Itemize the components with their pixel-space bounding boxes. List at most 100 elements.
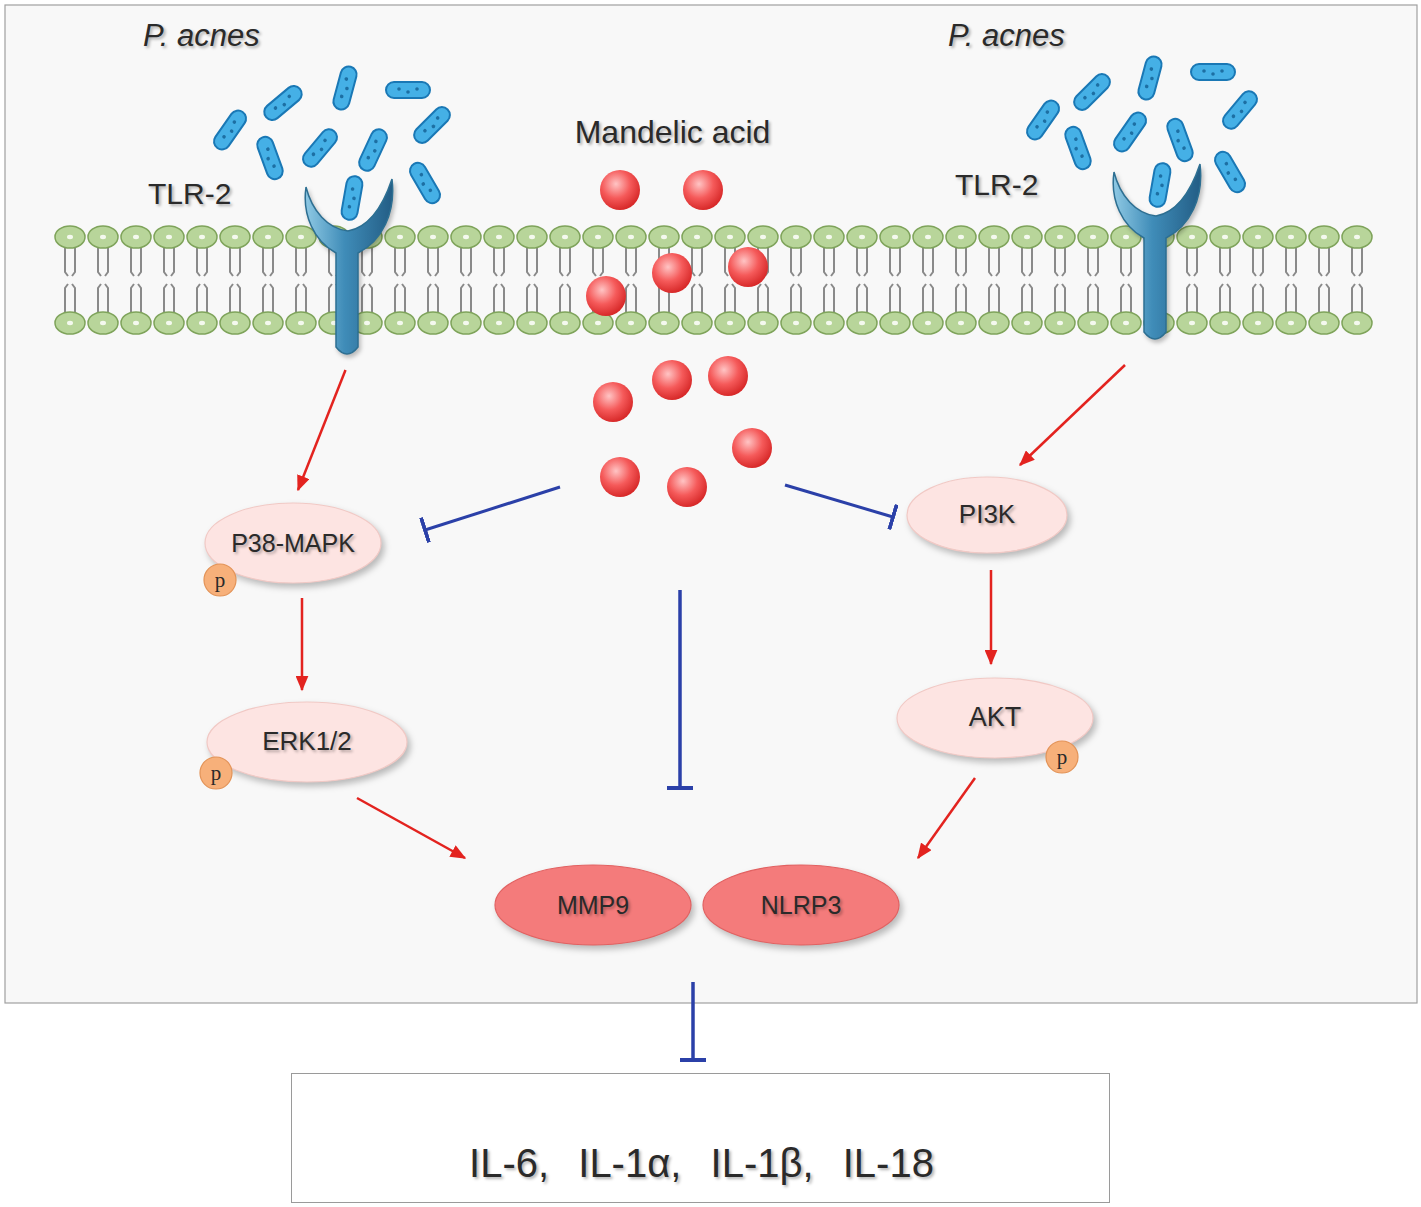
mandelic-acid-molecule [593, 382, 633, 422]
lipid-head-highlight [529, 321, 535, 325]
lipid-head [253, 226, 283, 248]
bacterium-granule [1074, 137, 1079, 142]
inhibition-line [679, 590, 682, 788]
lipid-head-highlight [496, 235, 502, 239]
inhibition-line [692, 982, 695, 1060]
lipid-head [385, 226, 415, 248]
lipid-head-highlight [1123, 235, 1129, 239]
lipid-head [748, 312, 778, 334]
bacterium-granule [1158, 174, 1162, 178]
cytokine-box: IL-6, IL-1α, IL-1β, IL-18 [291, 1073, 1110, 1203]
inhibition-line [679, 590, 682, 788]
lipid-head [781, 312, 811, 334]
lipid-tail [857, 248, 867, 312]
lipid-head [1342, 226, 1372, 248]
lipid-head [286, 312, 316, 334]
mandelic-acid-molecule [708, 356, 748, 396]
bacterium [1071, 71, 1113, 113]
mandelic-acid-cluster: Mandelic acid [560, 110, 785, 590]
lipid-head [814, 312, 844, 334]
lipid-head-highlight [1123, 321, 1129, 325]
bacterium [1220, 88, 1261, 132]
lipid-head [1078, 226, 1108, 248]
lipid-tail [956, 248, 966, 312]
lipid-head-highlight [364, 321, 370, 325]
lipid-head-highlight [1354, 235, 1360, 239]
node-outline [1108, 160, 1203, 345]
bacterium-granule [406, 90, 410, 94]
lipid-head [682, 312, 712, 334]
lipid-head-highlight [760, 321, 766, 325]
lipid-head [517, 312, 547, 334]
lipid-head [484, 312, 514, 334]
bacteria-cluster [211, 55, 1260, 221]
bacterium-granule [347, 205, 351, 209]
lipid-head [1177, 226, 1207, 248]
lipid-tail [527, 248, 537, 312]
lipid-head [220, 312, 250, 334]
lipid-head-highlight [562, 235, 568, 239]
bacterium [1148, 162, 1171, 208]
lipid-tail [1088, 248, 1098, 312]
bacterium-granule [374, 139, 379, 144]
bacterium [386, 82, 430, 98]
lipid-head-highlight [661, 235, 667, 239]
node-label: TLR-2 [955, 168, 1038, 203]
lipid-tail [1220, 248, 1230, 312]
kinase-ellipse: ERK1/2p [205, 700, 409, 784]
lipid-head [1012, 312, 1042, 334]
lipid-head-highlight [1057, 321, 1063, 325]
bacterium-granule [1150, 76, 1154, 80]
bacterium-granule [435, 115, 440, 120]
bacterium-granule [1226, 171, 1231, 176]
bacterium-granule [366, 155, 371, 160]
mandelic-acid-molecule [652, 253, 692, 293]
lipid-head [1177, 312, 1207, 334]
lipid-head [121, 312, 151, 334]
lipid-head [649, 226, 679, 248]
lipid-head [484, 226, 514, 248]
bacterium-granule [1242, 100, 1247, 105]
lipid-tail [923, 248, 933, 312]
lipid-head [946, 226, 976, 248]
lipid-head-highlight [1024, 235, 1030, 239]
bacterium-body [340, 175, 363, 221]
inhibition-line [785, 485, 893, 517]
lipid-head-highlight [991, 235, 997, 239]
lipid-tail [164, 248, 174, 312]
bacterium-granule [266, 147, 271, 152]
bacterium-granule [345, 86, 349, 90]
lipid-head [55, 226, 85, 248]
bacterium-granule [1160, 183, 1164, 187]
lipid-head-highlight [1222, 235, 1228, 239]
bacterium-body [1220, 88, 1261, 132]
node-outline [300, 175, 395, 360]
badge-circle [204, 564, 236, 596]
lipid-head [286, 226, 316, 248]
lipid-head [1111, 312, 1141, 334]
lipid-head [946, 312, 976, 334]
lipid-head [913, 226, 943, 248]
bacterium-granule [1233, 177, 1238, 182]
bacterium-body [332, 65, 359, 112]
bacterium-body [407, 160, 443, 206]
lipid-head-highlight [595, 321, 601, 325]
lipid-tail [1352, 248, 1362, 312]
badge-circle [200, 757, 232, 789]
lipid-head-highlight [727, 321, 733, 325]
lipid-tail [461, 248, 471, 312]
lipid-head-highlight [991, 321, 997, 325]
lipid-head-highlight [1189, 321, 1195, 325]
lipid-head-highlight [958, 235, 964, 239]
lipid-head [550, 312, 580, 334]
bacterium-granule [1176, 129, 1181, 134]
lipid-head-highlight [463, 235, 469, 239]
bacterium [340, 175, 363, 221]
lipid-head-highlight [826, 235, 832, 239]
bacterium [211, 107, 249, 152]
activation-arrow [990, 570, 993, 664]
bacterium [1137, 55, 1164, 102]
bacterium-granule [1129, 131, 1134, 136]
lipid-head [1276, 226, 1306, 248]
bacterium-granule [1239, 109, 1244, 114]
